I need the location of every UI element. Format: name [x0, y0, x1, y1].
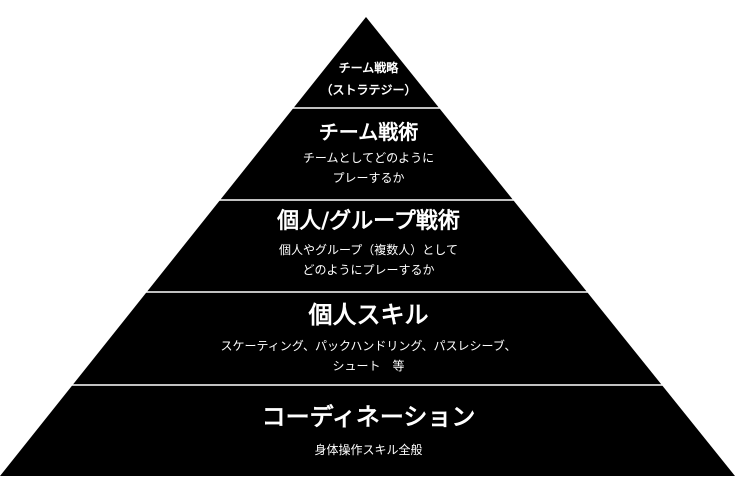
tier-coordination: コーディネーション 身体操作スキル全般 — [0, 400, 737, 460]
tier-title: 個人/グループ戦術 — [277, 209, 460, 234]
tier-team-tactics: チーム戦術 チームとしてどのように プレーするか — [0, 118, 737, 188]
tier-title: チーム戦術 — [318, 120, 419, 144]
tier-individual-group-tactics: 個人/グループ戦術 個人やグループ（複数人）として どのようにプレーするか — [0, 206, 737, 280]
tier-title: チーム戦略 （ストラテジー） — [320, 61, 417, 97]
tier-title: 個人スキル — [308, 301, 429, 329]
tier-description: 個人やグループ（複数人）として どのようにプレーするか — [279, 243, 458, 277]
tier-title: コーディネーション — [261, 403, 476, 431]
tier-description: 身体操作スキル全般 — [314, 443, 423, 457]
tier-description: チームとしてどのように プレーするか — [302, 151, 435, 185]
pyramid-shape — [0, 17, 735, 476]
tier-individual-skills: 個人スキル スケーティング、パックハンドリング、パスレシーブ、 シュート 等 — [0, 298, 737, 376]
tier-description: スケーティング、パックハンドリング、パスレシーブ、 シュート 等 — [220, 339, 517, 373]
tier-team-strategy: チーム戦略 （ストラテジー） — [0, 57, 737, 101]
